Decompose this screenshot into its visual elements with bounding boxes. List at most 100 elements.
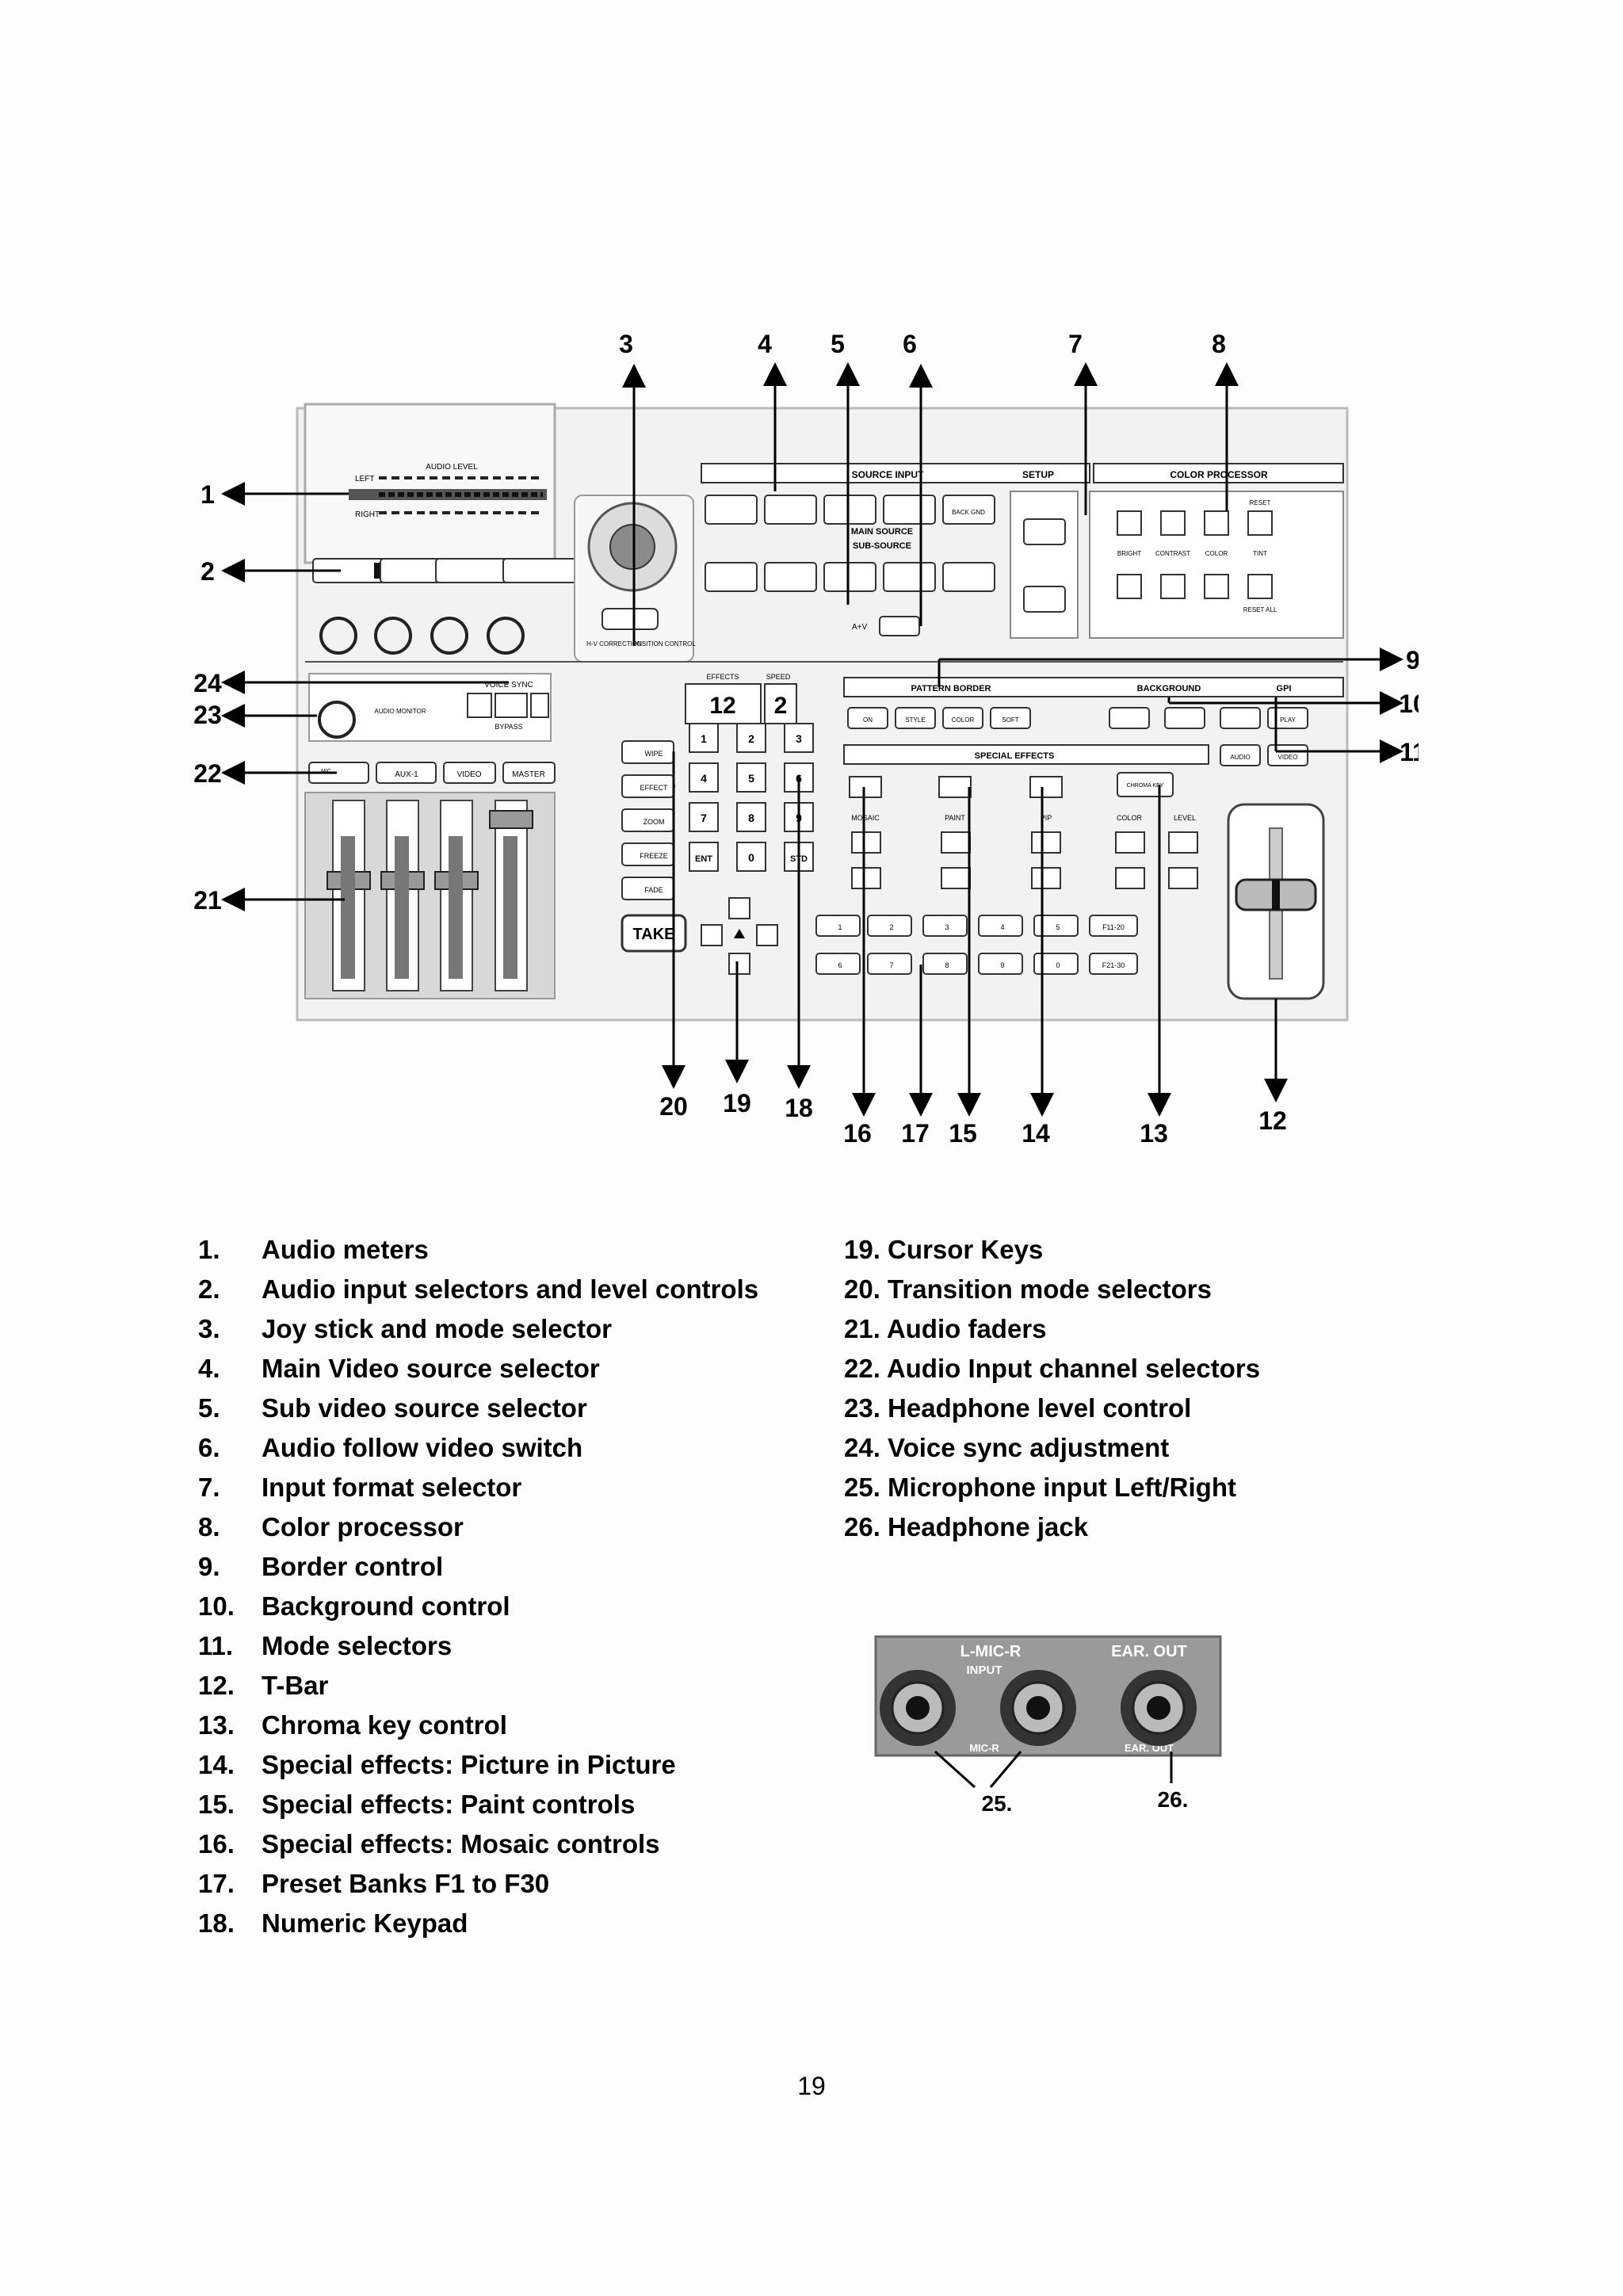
svg-text:6: 6 — [838, 961, 842, 969]
callout-19: 19 — [723, 1089, 751, 1117]
control-panel-diagram: AUDIO LEVEL LEFT RIGHT H-V CORR — [193, 330, 1419, 1148]
main-source-buttons[interactable] — [705, 495, 995, 525]
meter-right-label: RIGHT — [355, 510, 380, 519]
video-channel-label: VIDEO — [456, 770, 481, 779]
audio-mode-label: AUDIO — [1230, 754, 1250, 761]
audio-follow-video-button[interactable] — [879, 616, 920, 636]
chroma-level-label: LEVEL — [1174, 814, 1196, 822]
callout-24: 24 — [193, 669, 222, 697]
callout-11: 11 — [1400, 738, 1419, 766]
callout-numbers: 3 4 5 6 7 8 1 2 24 23 22 21 9 10 11 20 1… — [193, 330, 1419, 1148]
source-input-label: SOURCE INPUT — [852, 469, 924, 480]
legend-item: 20. Transition mode selectors — [844, 1274, 1212, 1304]
legend-item: 7.Input format selector — [198, 1473, 522, 1502]
border-buttons[interactable] — [847, 707, 1308, 766]
svg-text:2: 2 — [889, 923, 893, 931]
f21-30-label: F21-30 — [1102, 961, 1125, 969]
callout-arrows — [221, 362, 1403, 1117]
legend-item: 10.Background control — [198, 1591, 510, 1621]
callout-23: 23 — [193, 701, 222, 729]
ent-label: ENT — [695, 854, 712, 864]
pip-button[interactable] — [1029, 776, 1063, 798]
mic-r-label: MIC-R — [969, 1742, 999, 1754]
svg-text:4: 4 — [701, 772, 707, 785]
paint-button[interactable] — [938, 776, 972, 798]
transition-selectors[interactable]: WIPE EFFECT ZOOM FREEZE FADE TAKE — [621, 740, 687, 953]
fader-knob-master[interactable] — [489, 810, 533, 829]
audio-faders — [304, 792, 556, 999]
reset-all-label: RESET ALL — [1243, 606, 1277, 613]
audio-monitor-label: AUDIO MONITOR — [374, 708, 426, 715]
legend-item: 14.Special effects: Picture in Picture — [198, 1750, 676, 1779]
wipe-label: WIPE — [644, 750, 663, 758]
legend-item: 8.Color processor — [198, 1512, 464, 1541]
callout-3: 3 — [619, 330, 633, 358]
back-gnd-label: BACK GND — [952, 509, 985, 516]
legend-item: 9.Border control — [198, 1552, 444, 1581]
headphone-level-knob[interactable] — [318, 701, 356, 739]
audio-meter-housing — [304, 403, 556, 564]
legend-item: 23. Headphone level control — [844, 1393, 1192, 1423]
page-number: 19 — [797, 2072, 826, 2100]
speed-label: SPEED — [766, 673, 791, 681]
audio-channel-selectors[interactable]: MIC AUX-1 VIDEO MASTER — [308, 762, 556, 784]
callout-12: 12 — [1258, 1106, 1287, 1135]
svg-text:1: 1 — [701, 732, 707, 745]
joystick[interactable]: H-V CORRECTION POSITION CONTROL — [574, 495, 696, 663]
sub-source-buttons[interactable] — [705, 562, 995, 592]
svg-text:5: 5 — [1056, 923, 1060, 931]
callout-2: 2 — [200, 557, 215, 586]
legend-item: 3.Joy stick and mode selector — [198, 1314, 613, 1343]
callout-18: 18 — [785, 1094, 813, 1122]
master-label: MASTER — [512, 770, 545, 779]
pattern-border-section: PATTERN BORDER BACKGROUND GPI ON STYLE C… — [843, 677, 1344, 766]
freeze-label: FREEZE — [640, 852, 668, 860]
mic-left-jack — [880, 1670, 956, 1746]
legend-item: 11.Mode selectors — [198, 1631, 453, 1660]
svg-text:2: 2 — [748, 732, 754, 745]
legend-item: 22. Audio Input channel selectors — [844, 1354, 1261, 1383]
input-label: INPUT — [967, 1664, 1002, 1677]
source-input-section: SOURCE INPUT MAIN SOURCE SUB-SOURCE BACK… — [701, 463, 1090, 636]
legend-item: 6.Audio follow video switch — [198, 1433, 583, 1462]
svg-text:0: 0 — [748, 851, 754, 864]
callout-4: 4 — [758, 330, 772, 358]
input-format-button[interactable] — [1023, 518, 1066, 545]
fade-label: FADE — [644, 886, 663, 894]
svg-text:1: 1 — [838, 923, 842, 931]
bright-label: BRIGHT — [1117, 550, 1141, 557]
t-bar[interactable] — [1227, 803, 1325, 1000]
gpi-label: GPI — [1277, 684, 1292, 693]
preset-banks[interactable]: 1 2 3 4 5 F11-20 6 7 8 9 0 F21-30 — [815, 915, 1138, 975]
effects-value: 12 — [709, 693, 735, 719]
setup-section: SETUP — [1010, 469, 1079, 639]
legend-right: 19. Cursor Keys 20. Transition mode sele… — [844, 1230, 1260, 1547]
mosaic-button[interactable] — [849, 776, 882, 798]
setup-label: SETUP — [1022, 469, 1054, 480]
voice-sync-label: VOICE SYNC — [484, 681, 533, 690]
svg-text:7: 7 — [889, 961, 893, 969]
setup-lower-button[interactable] — [1023, 586, 1066, 613]
effects-speed-display: EFFECTS SPEED 12 2 — [685, 673, 797, 724]
color-processor-buttons[interactable] — [1117, 510, 1273, 599]
legend-item: 25. Microphone input Left/Right — [844, 1473, 1236, 1502]
zoom-label: ZOOM — [643, 818, 665, 826]
headphone-jack — [1121, 1670, 1197, 1746]
legend-item: 19. Cursor Keys — [844, 1235, 1044, 1264]
legend-item: 2.Audio input selectors and level contro… — [198, 1274, 759, 1304]
effect-arrow-buttons[interactable] — [851, 831, 1198, 889]
color-label: COLOR — [1205, 550, 1228, 557]
cursor-keys[interactable] — [701, 897, 778, 975]
style-label: STYLE — [905, 716, 925, 724]
chroma-color-label: COLOR — [1117, 814, 1143, 822]
legend-item: 13.Chroma key control — [198, 1710, 507, 1740]
pattern-border-label: PATTERN BORDER — [911, 684, 991, 693]
legend-left: 1.Audio meters 2.Audio input selectors a… — [198, 1230, 758, 1943]
position-control-label: POSITION CONTROL — [632, 640, 696, 648]
effects-label: EFFECTS — [706, 673, 739, 681]
callout-22: 22 — [193, 759, 222, 788]
svg-text:7: 7 — [701, 812, 707, 824]
take-button[interactable] — [621, 914, 687, 953]
bypass-label: BYPASS — [495, 723, 522, 731]
